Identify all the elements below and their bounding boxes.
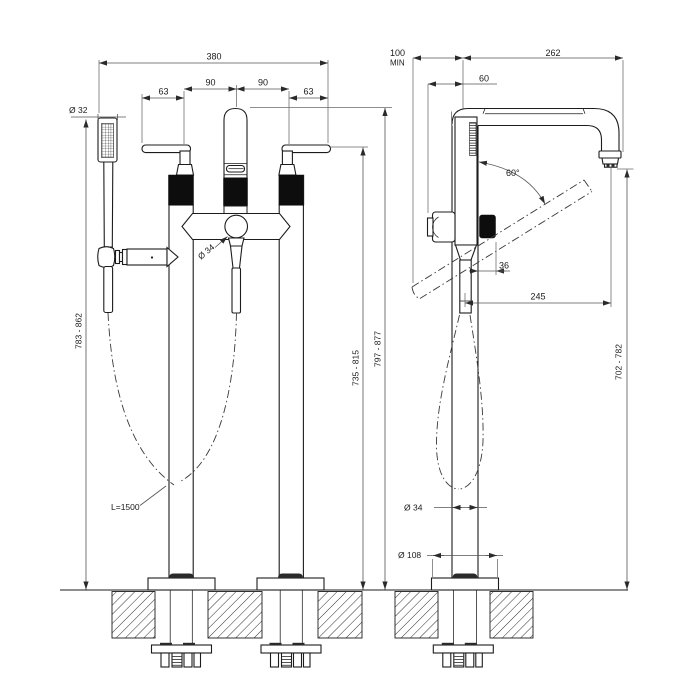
side-holder-bracket bbox=[426, 211, 456, 243]
dim-min-wall-note: MIN bbox=[390, 59, 405, 68]
aerator bbox=[601, 157, 620, 165]
dim-spout-height: 797 - 877 bbox=[373, 331, 383, 367]
handshower-hose-stub bbox=[103, 265, 114, 314]
dim-overall-width: 380 bbox=[206, 52, 221, 62]
side-dimensions: 100 MIN 262 60 36 245 702 - 782 Ø 34 Ø 1… bbox=[390, 48, 634, 590]
left-lever-handle bbox=[141, 144, 192, 154]
dim-column-diameter: Ø 34 bbox=[404, 503, 423, 513]
floor-hatch bbox=[317, 591, 363, 639]
handshower-holder-ball bbox=[97, 246, 116, 269]
floor-hatch bbox=[207, 591, 263, 639]
side-spout-arm bbox=[451, 107, 622, 168]
dim-handshower-height: 783 - 862 bbox=[74, 313, 84, 349]
front-dimensions: 380 90 90 63 63 Ø 32 783 - 862 735 - 815… bbox=[69, 52, 392, 590]
side-floor bbox=[389, 572, 628, 668]
side-hose-stub bbox=[459, 259, 472, 314]
dim-handle-height: 735 - 815 bbox=[351, 350, 361, 386]
aerator-collar bbox=[598, 150, 622, 159]
spout-column bbox=[223, 107, 248, 215]
spout-knurled-band bbox=[223, 177, 248, 207]
diverter-knob bbox=[224, 214, 249, 239]
swivel-arc bbox=[478, 160, 546, 205]
side-handle-knob bbox=[479, 214, 496, 239]
left-handle-column bbox=[141, 144, 195, 579]
dim-lever-left: 63 bbox=[158, 87, 168, 97]
dim-overall-depth: 262 bbox=[545, 48, 560, 58]
label-hose-length: L=1500 bbox=[111, 502, 140, 512]
front-view: 380 90 90 63 63 Ø 32 783 - 862 735 - 815… bbox=[60, 52, 392, 668]
dim-swivel-angle: 60° bbox=[506, 168, 520, 178]
dim-lever-right: 63 bbox=[303, 87, 313, 97]
side-flex-hose-loop bbox=[436, 314, 484, 490]
handshower bbox=[97, 117, 179, 314]
dim-spout-reach: 245 bbox=[530, 292, 545, 302]
dim-diverter-diameter: Ø 34 bbox=[196, 242, 217, 262]
phantom-handshower bbox=[411, 179, 593, 299]
flex-hose-loop bbox=[107, 312, 237, 486]
dim-outlet-height: 702 - 782 bbox=[614, 344, 624, 380]
left-knurled-grip bbox=[168, 174, 194, 206]
dim-spout-to-handle-right: 90 bbox=[258, 78, 268, 88]
dim-column-setback: 60 bbox=[479, 74, 489, 84]
side-view: 60° 100 MIN 262 60 bbox=[389, 48, 634, 668]
dim-spout-to-handle-left: 90 bbox=[205, 78, 215, 88]
side-spray-face bbox=[469, 122, 477, 156]
spray-face bbox=[101, 123, 114, 158]
diverter-manifold bbox=[181, 212, 291, 314]
right-handle-column bbox=[278, 144, 332, 579]
dim-handshower-diameter: Ø 32 bbox=[69, 105, 88, 115]
right-lever-handle bbox=[281, 144, 332, 154]
front-floor bbox=[60, 572, 391, 668]
diverter-hose-stub bbox=[231, 267, 242, 314]
floor-hatch bbox=[111, 591, 156, 639]
dim-min-wall-distance: 100 bbox=[390, 48, 405, 58]
dim-base-diameter: Ø 108 bbox=[398, 550, 421, 560]
floor-hatch bbox=[394, 591, 439, 639]
right-knurled-grip bbox=[278, 174, 305, 206]
floor-hatch bbox=[489, 591, 534, 639]
holder-arm bbox=[126, 248, 168, 266]
dim-handle-projection: 36 bbox=[499, 261, 509, 271]
